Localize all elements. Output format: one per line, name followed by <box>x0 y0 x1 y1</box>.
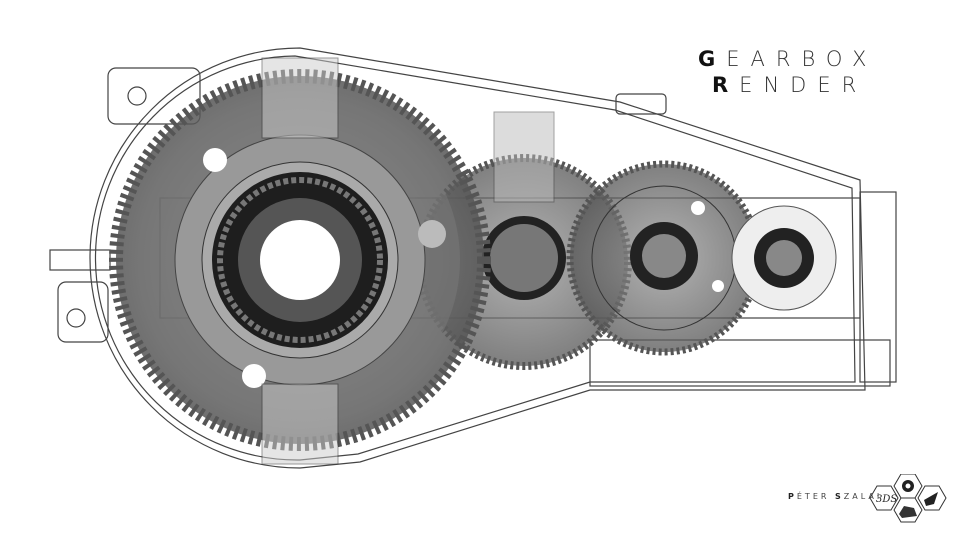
bird-icon <box>917 485 947 511</box>
title-initial: G <box>698 47 727 71</box>
author-first: ÉTER <box>796 492 835 501</box>
author-first-initial: P <box>788 492 797 501</box>
main-gear <box>109 57 491 465</box>
3ds-logo-text: 3DS <box>876 494 897 505</box>
third-gear <box>566 160 762 356</box>
author-last-initial: S <box>834 492 844 501</box>
subtitle-initial: R <box>712 73 740 97</box>
software-logos: 3DS <box>869 474 947 523</box>
car-icon <box>893 497 923 523</box>
subtitle-word: ENDER <box>739 73 868 97</box>
output-shaft <box>731 205 837 311</box>
title-word: EARBOX <box>726 47 878 71</box>
3ds-logo <box>869 485 899 511</box>
title: GEARBOX RENDER <box>698 46 877 98</box>
author-credit: PÉTER SZALAI <box>788 492 882 501</box>
author-last: ZALAI <box>843 492 883 501</box>
